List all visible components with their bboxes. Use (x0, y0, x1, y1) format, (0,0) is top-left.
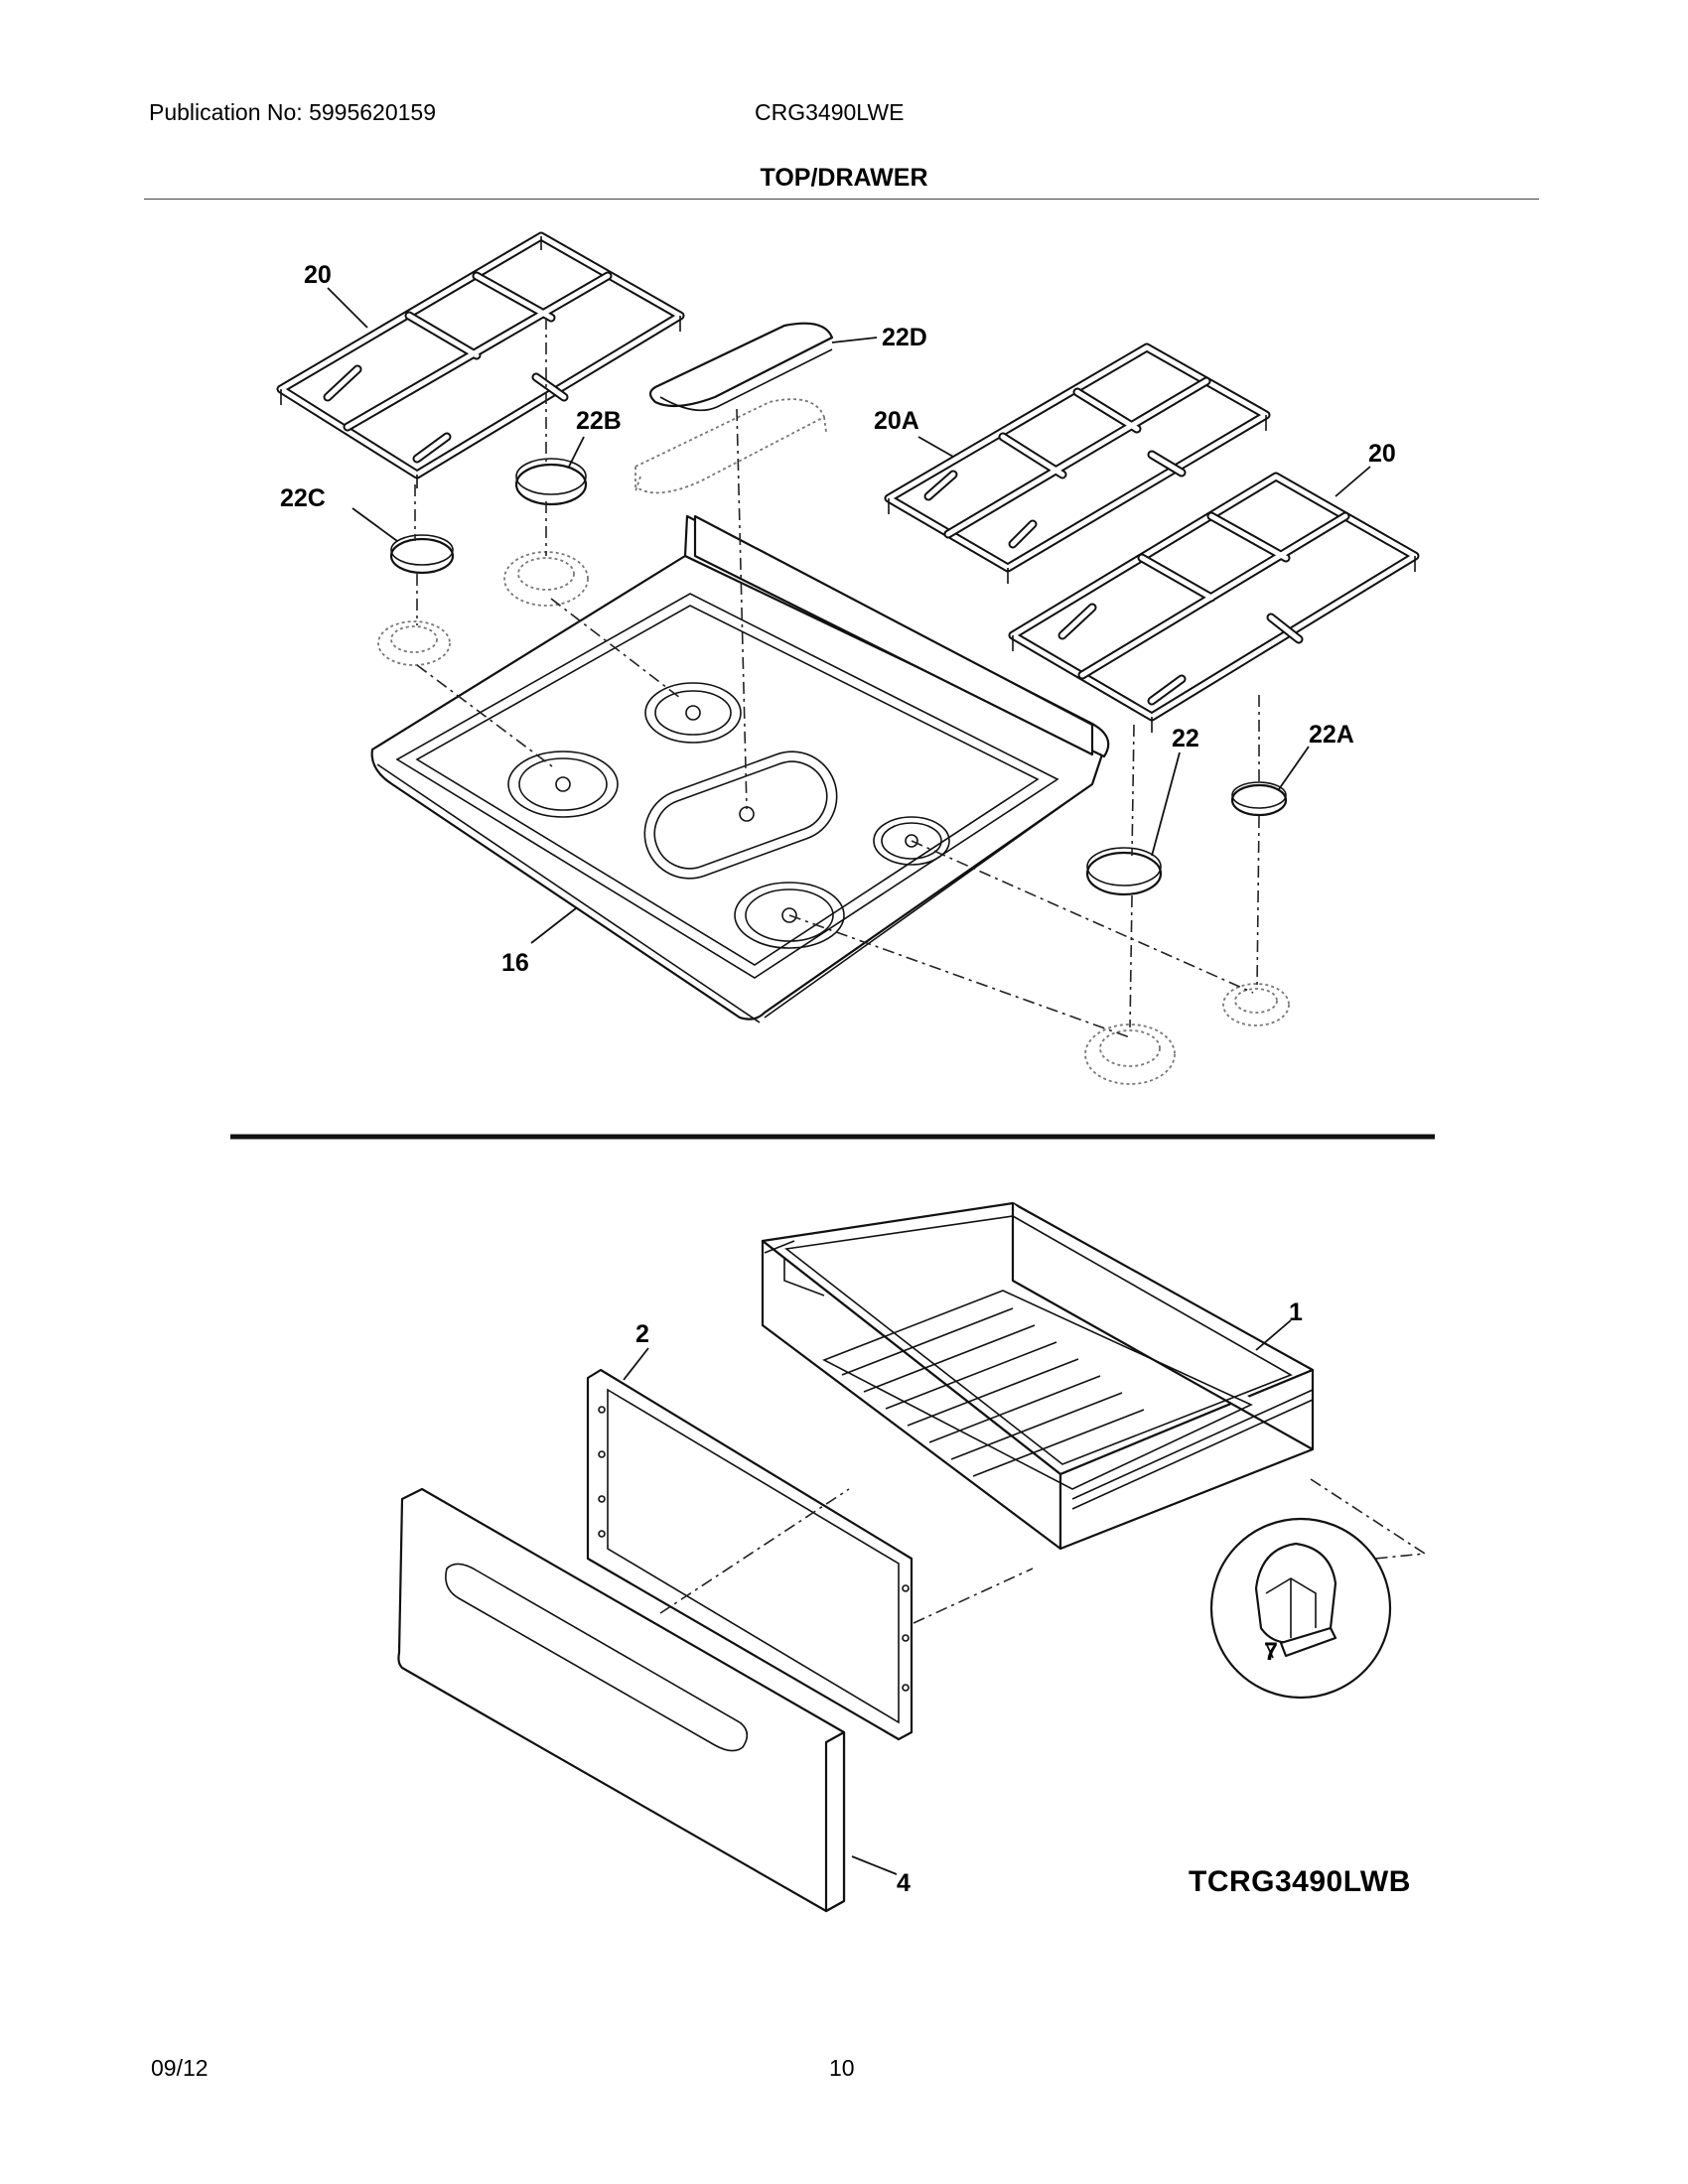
burner-head-22c-inner (390, 625, 438, 653)
footer-date: 09/12 (151, 2055, 209, 2081)
leader-lines-bottom (623, 1319, 1292, 1875)
callout-20-left: 20 (304, 261, 332, 289)
callout-22: 22 (1172, 725, 1199, 752)
callout-20-right: 20 (1368, 440, 1396, 468)
burner-cap-22d (648, 322, 834, 412)
burner-head-22c-ghost (377, 620, 451, 666)
burner-cap-22c (389, 534, 455, 575)
publication-number: Publication No: 5995620159 (149, 99, 437, 125)
burner-head-22-ghost (1084, 1024, 1176, 1085)
burner-cap-22b (514, 458, 588, 506)
drawer-body (761, 1201, 1315, 1551)
burner-head-22-inner (1099, 1029, 1161, 1067)
page-number: 10 (829, 2055, 855, 2081)
diagram-identifier: TCRG3490LWB (1189, 1865, 1411, 1898)
grate-center (884, 342, 1271, 584)
model-number: CRG3490LWE (755, 99, 905, 125)
burner-head-22b-inner (517, 557, 575, 591)
grate-left (276, 231, 685, 488)
cooktop-burner-openings (507, 682, 950, 949)
burner-head-22a-inner (1234, 988, 1278, 1014)
callout-22d: 22D (882, 324, 927, 351)
callout-7: 7 (1264, 1638, 1278, 1666)
callout-2: 2 (635, 1320, 649, 1348)
callout-20a: 20A (874, 407, 919, 435)
burner-head-22a-ghost (1222, 983, 1290, 1026)
callout-4: 4 (897, 1869, 911, 1897)
grate-right (1008, 472, 1420, 733)
callout-22c: 22C (280, 484, 326, 512)
burner-cap-22 (1085, 847, 1163, 896)
section-title: TOP/DRAWER (760, 164, 928, 192)
drawer-clip-inset (1209, 1517, 1392, 1700)
burner-cap-22a (1230, 781, 1288, 817)
callout-22b: 22B (576, 407, 622, 435)
assembly-lines-bottom (659, 1478, 1428, 1624)
cooktop-main-top (370, 514, 1110, 1024)
oval-burner-ghost (634, 398, 827, 494)
leader-lines-top (327, 287, 1371, 944)
assembly-lines-top (414, 318, 1260, 1038)
drawer-front-panel (397, 1487, 846, 1913)
callout-1: 1 (1289, 1298, 1303, 1326)
callout-22a: 22A (1309, 721, 1354, 749)
callout-16: 16 (501, 949, 529, 977)
header-rule (144, 199, 1539, 200)
burner-head-22b-ghost (503, 551, 589, 607)
